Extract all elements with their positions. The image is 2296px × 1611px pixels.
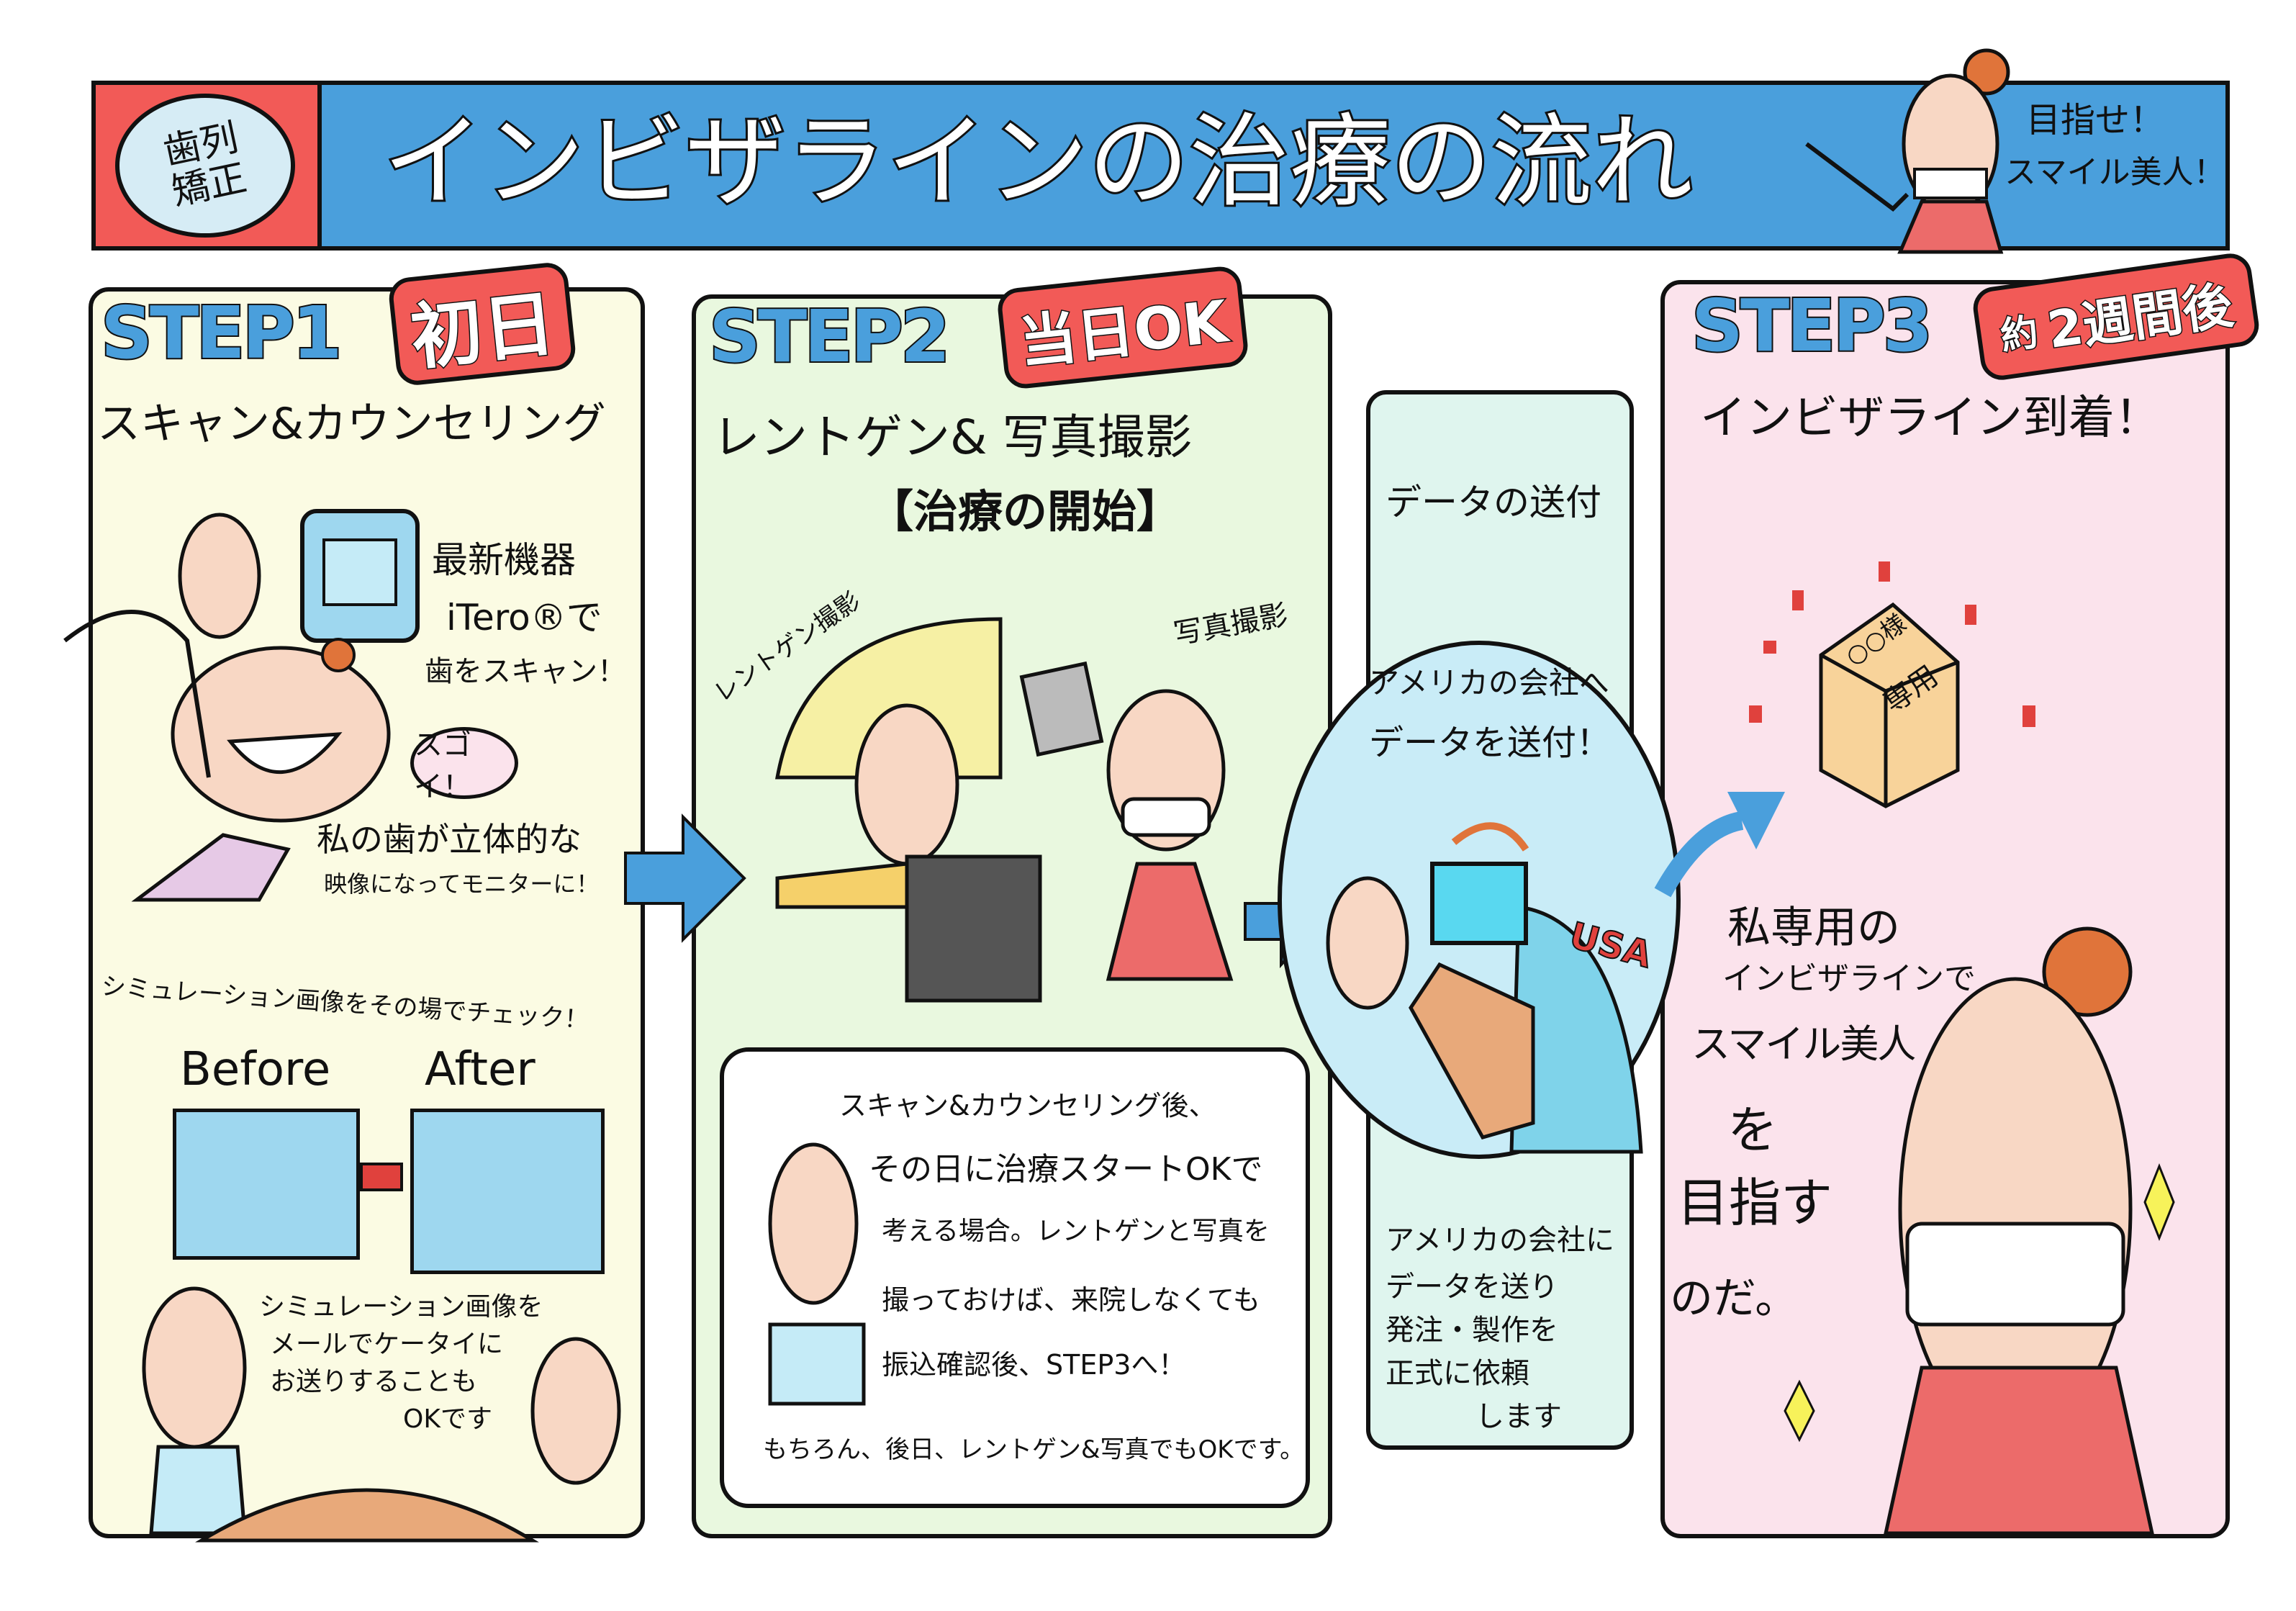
- step2-note-5: 振込確認後、STEP3へ！: [882, 1349, 1186, 1381]
- goal-line-6: のだ。: [1670, 1273, 1799, 1324]
- header-banner: [91, 81, 2230, 251]
- mail-text-1: シミュレーション画像を: [259, 1292, 543, 1322]
- data-send-note-1: アメリカの会社に: [1386, 1224, 1614, 1257]
- staff-and-patient-illustration: [142, 1286, 621, 1543]
- data-send-note-4: 正式に依頼: [1386, 1357, 1529, 1390]
- mail-text-2: メールでケータイに: [270, 1330, 504, 1359]
- step2-note-6: もちろん、後日、レントゲン&写真でもOKです。: [763, 1435, 1305, 1464]
- goal-line-1: 私専用の: [1727, 903, 1900, 953]
- device-text-1: 最新機器: [432, 539, 576, 581]
- aligner-box-illustration: [1749, 561, 2035, 808]
- header-badge: 歯列矯正: [115, 94, 295, 238]
- dentist-scanning-illustration: [63, 509, 420, 902]
- before-image: [173, 1109, 360, 1260]
- staff-pointing-illustration: [768, 1142, 866, 1406]
- device-text-2: iTero®で: [446, 597, 602, 638]
- mascot-girl-icon: [1805, 48, 2010, 254]
- step2-note-4: 撮っておけば、来院しなくても: [882, 1284, 1260, 1316]
- after-image: [410, 1109, 605, 1274]
- exclaim-bubble: スゴイ！: [410, 727, 518, 803]
- smiling-woman-illustration: [1784, 926, 2175, 1535]
- mail-text-3: お送りすることも: [270, 1367, 478, 1396]
- header-badge-text: 歯列矯正: [159, 116, 250, 215]
- flow-arrow-1-icon: [624, 813, 746, 943]
- goal-line-4: を: [1727, 1101, 1778, 1160]
- data-send-heading: データの送付: [1386, 482, 1601, 523]
- data-send-note-3: 発注・製作を: [1386, 1314, 1558, 1347]
- xray-and-photo-illustration: [775, 617, 1234, 1003]
- data-send-bubble-2: データを送付！: [1369, 723, 1612, 763]
- slogan-line-2: スマイル美人！: [2005, 154, 2225, 191]
- step2-heading: レントゲン& 写真撮影: [713, 410, 1193, 465]
- step3-heading: インビザライン到着！: [1700, 392, 2161, 445]
- monitor-text-2: 映像になってモニターに！: [324, 870, 600, 898]
- exclaim-text: スゴイ！: [414, 728, 471, 803]
- step2-tag-text: 当日OK: [1015, 287, 1231, 378]
- after-label: After: [425, 1043, 535, 1096]
- goal-line-5: 目指す: [1677, 1173, 1833, 1233]
- data-send-note-5: します: [1475, 1400, 1562, 1433]
- data-send-note-2: データを送り: [1386, 1271, 1558, 1304]
- step2-subheading: 【治療の開始】: [869, 485, 1182, 538]
- step1-tag: 初日: [387, 261, 578, 387]
- goal-line-2: インビザラインで: [1722, 960, 1976, 997]
- mail-text-4: OKです: [403, 1404, 492, 1434]
- step1-label: STEP1: [99, 290, 343, 376]
- goal-line-3: スマイル美人: [1691, 1021, 1916, 1067]
- step3-tag-prefix: 約: [1997, 310, 2042, 360]
- step3-label: STEP3: [1690, 283, 1934, 369]
- before-label: Before: [180, 1043, 331, 1096]
- flow-arrow-3-icon: [1654, 792, 1785, 898]
- arrow-before-after-icon: [360, 1163, 403, 1191]
- data-send-bubble-1: アメリカの会社へ: [1369, 665, 1609, 700]
- step3-tag-text: 2週間後: [2043, 274, 2238, 361]
- office-computer-globe-illustration: [1326, 822, 1643, 1154]
- step1-tag-text: 初日: [406, 280, 560, 381]
- step1-heading: スキャン&カウンセリング: [97, 399, 606, 449]
- step2-note-1: スキャン&カウンセリング後、: [839, 1090, 1216, 1122]
- step2-label: STEP2: [708, 294, 952, 379]
- page-title: インビザラインの治療の流れ: [381, 102, 1695, 222]
- step2-note-3: 考える場合。レントゲンと写真を: [882, 1217, 1270, 1246]
- monitor-text-1: 私の歯が立体的な: [317, 820, 582, 859]
- step2-note-2: その日に治療スタートOKで: [869, 1151, 1263, 1188]
- device-text-3: 歯をスキャン！: [425, 655, 626, 688]
- slogan-line-1: 目指せ！: [2026, 100, 2165, 140]
